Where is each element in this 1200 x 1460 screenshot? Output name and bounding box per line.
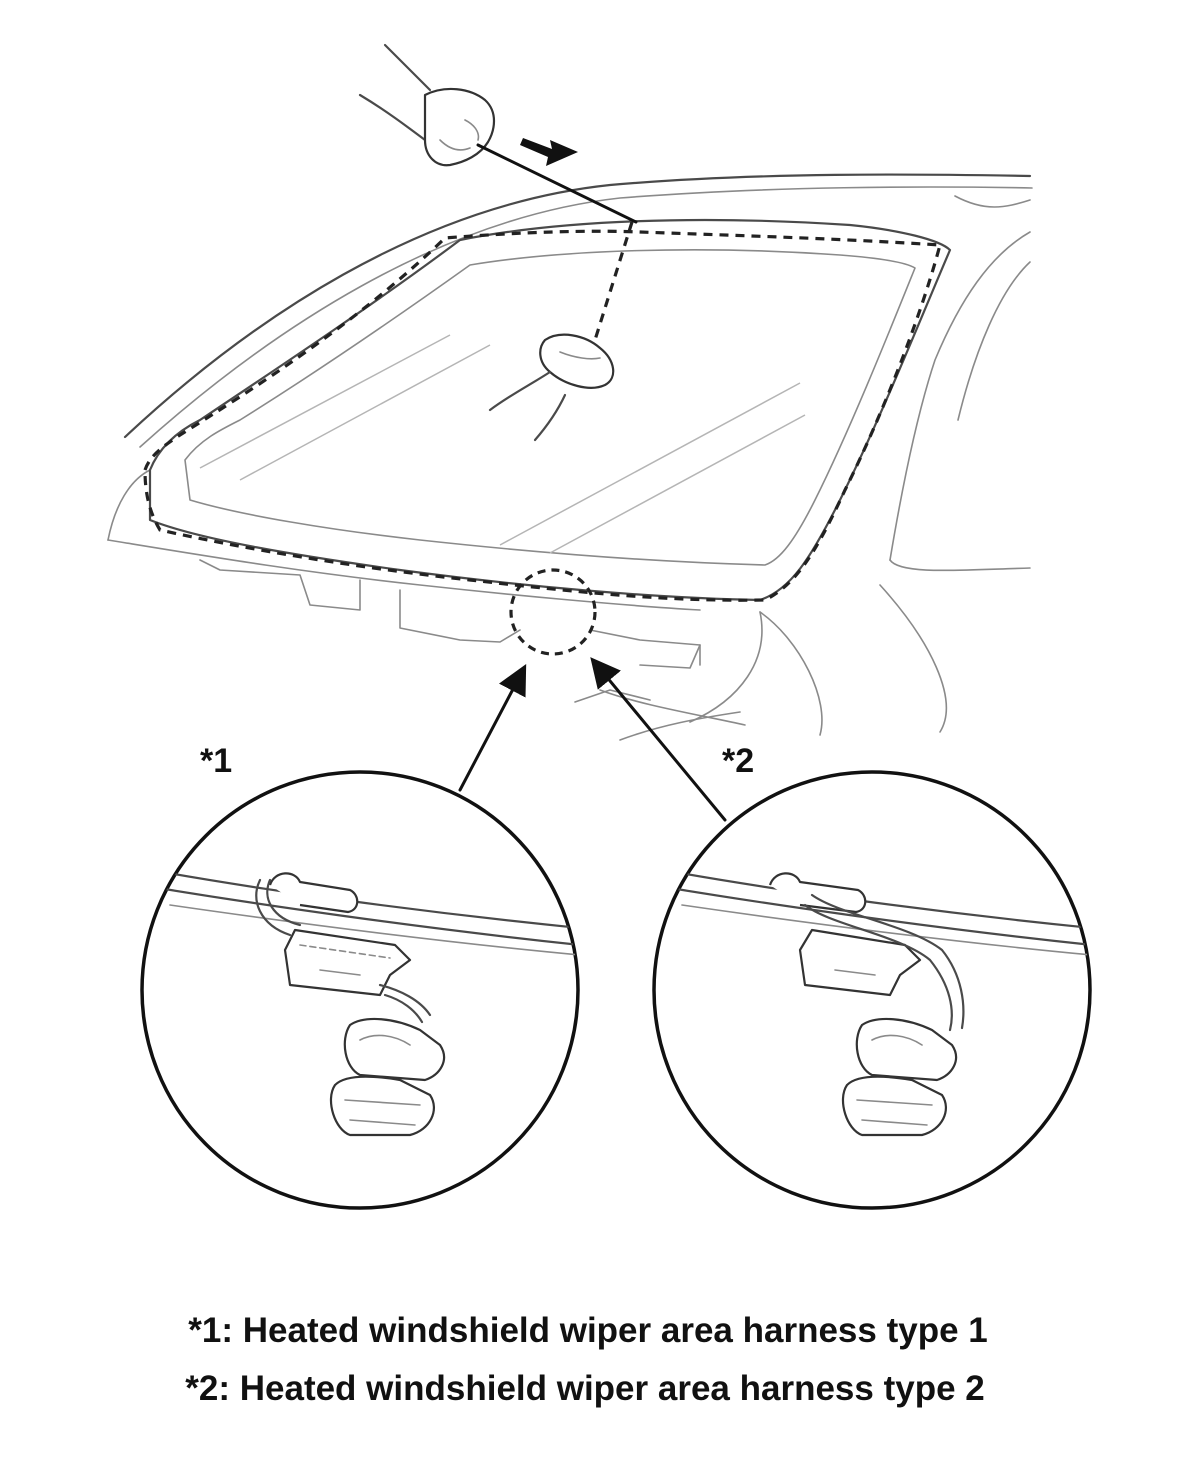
- windshield-glass: [143, 218, 952, 602]
- detail-circle-harness-type-1: [140, 770, 580, 1210]
- detail-location-marker: [509, 568, 597, 656]
- cut-wire-dashed: [593, 221, 634, 341]
- leader-arrow-2: [590, 657, 727, 822]
- detail-circle-harness-type-2: [652, 770, 1092, 1210]
- callout-label-1: *1: [200, 742, 232, 780]
- pull-direction-arrow: [520, 138, 578, 166]
- leader-arrow-1: [458, 664, 527, 792]
- vehicle-body: [107, 173, 1033, 741]
- inner-hand-illustration: [488, 333, 615, 442]
- legend-line-2: *2: Heated windshield wiper area harness…: [185, 1369, 984, 1408]
- cutting-wire: [476, 143, 638, 224]
- cut-line-dashed: [143, 229, 943, 602]
- callout-label-2: *2: [722, 742, 754, 780]
- outer-hand-illustration: [358, 43, 638, 224]
- legend-line-1: *1: Heated windshield wiper area harness…: [188, 1311, 987, 1350]
